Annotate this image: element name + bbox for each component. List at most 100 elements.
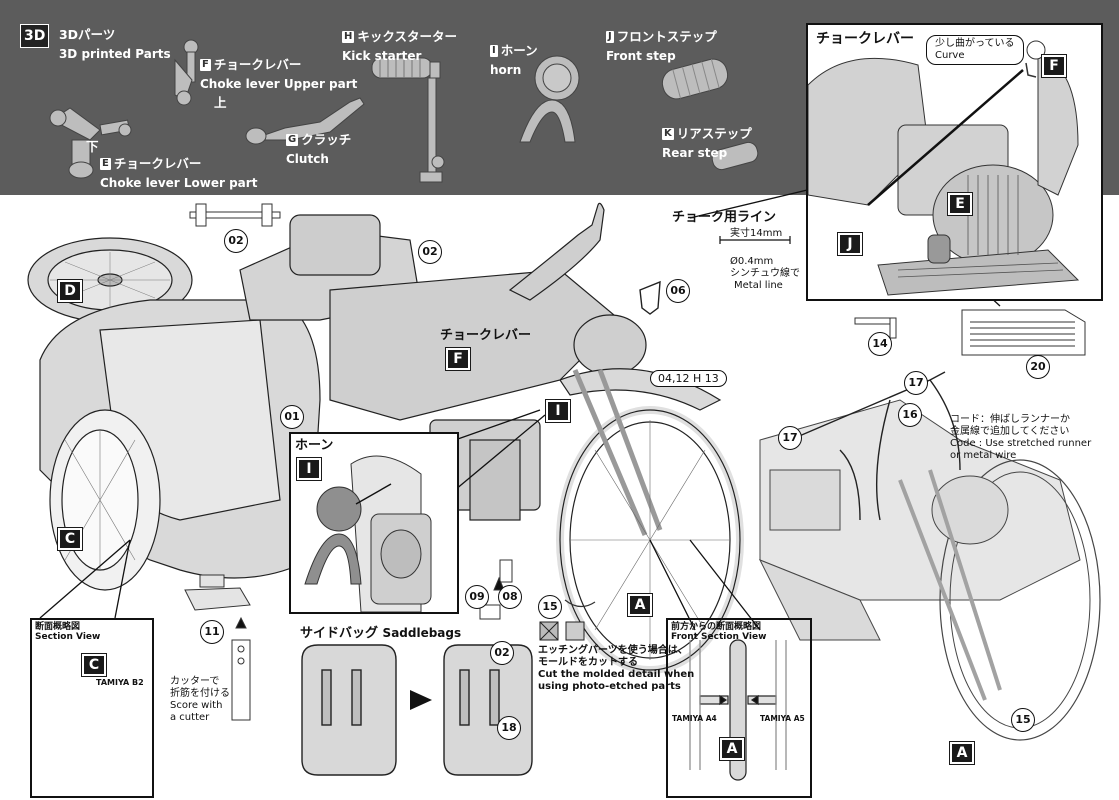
part-j-en: Front step	[606, 49, 676, 64]
part-f-jp: チョークレバー	[213, 57, 302, 72]
callout-i: I	[545, 399, 571, 423]
part-e-jp: チョークレバー	[113, 156, 202, 171]
callout-f-inset: F	[1041, 54, 1067, 78]
part-number-18: 18	[497, 716, 521, 740]
part-number-02-a: 02	[224, 229, 248, 253]
callout-a-right: A	[949, 741, 975, 765]
score-note-jp2: 折筋を付ける	[170, 688, 230, 699]
part-j-letter-icon: J	[606, 30, 614, 43]
horn-inset-drawing	[304, 455, 432, 612]
part-k-en: Rear step	[662, 146, 728, 161]
saddlebags-en: Saddlebags	[382, 626, 462, 640]
inset-horn: ホーン I	[289, 432, 459, 614]
part-j-jp: フロントステップ	[616, 29, 717, 44]
curve-bubble: 少し曲がっている Curve	[926, 35, 1024, 65]
inset-choke-title: チョークレバー	[816, 31, 914, 47]
inset-choke-lever: チョークレバー 少し曲がっている Curve F E J	[806, 23, 1103, 301]
section-view-ref: TAMIYA B2	[96, 678, 144, 687]
part-h-jp: キックスターター	[357, 29, 458, 44]
part-k-jp: リアステップ	[676, 126, 752, 141]
part-number-02-b: 02	[418, 240, 442, 264]
score-note-en2: a cutter	[170, 712, 210, 723]
cord-note-jp1: コード：伸ばしランナーか	[950, 414, 1070, 425]
part-number-09: 09	[465, 585, 489, 609]
cord-note: コード：伸ばしランナーか 金属線で追加してください Code : Use str…	[950, 414, 1091, 462]
3d-badge-icon: 3D	[20, 24, 50, 48]
saddlebags-jp: サイドバッグ	[300, 626, 379, 641]
part-number-16: 16	[898, 403, 922, 427]
part-f-letter-icon: F	[200, 58, 211, 71]
part-number-11: 11	[200, 620, 224, 644]
callout-c-section: C	[81, 653, 107, 677]
callout-a-section: A	[719, 737, 745, 761]
inset-engine-drawing	[808, 40, 1080, 296]
section-view-en: Section View	[35, 632, 101, 642]
etching-note-en2: using photo-etched parts	[538, 681, 681, 692]
front-section-jp: 前方からの断面概略図	[671, 622, 762, 632]
callout-j-inset: J	[837, 232, 863, 256]
front-section-en: Front Section View	[671, 632, 767, 642]
part-i-en: horn	[490, 63, 522, 78]
part-h-en: Kick starter	[342, 49, 422, 64]
callout-d: D	[57, 279, 83, 303]
part-number-06: 06	[666, 279, 690, 303]
callout-e-inset: E	[947, 192, 973, 216]
choke-lever-label: チョークレバー	[440, 328, 532, 343]
inset-front-section: 前方からの断面概略図 Front Section View TAMIYA A4 …	[666, 618, 812, 798]
front-section-left: TAMIYA A4	[672, 714, 717, 723]
part-k-letter-icon: K	[662, 127, 674, 140]
saddlebags-title: サイドバッグ Saddlebags	[300, 626, 461, 642]
etching-note-jp2: モールドをカットする	[538, 657, 638, 668]
part-e-note: 下	[86, 139, 99, 154]
cord-note-jp2: 金属線で追加してください	[950, 426, 1070, 437]
choke-line-spec-en: Metal line	[734, 280, 783, 291]
part-i-jp: ホーン	[500, 43, 538, 58]
score-note: カッターで 折筋を付ける Score with a cutter	[170, 676, 230, 724]
part-number-15-b: 15	[1011, 708, 1035, 732]
callout-i-inset: I	[296, 457, 322, 481]
part-number-15-a: 15	[538, 595, 562, 619]
part-number-17-a: 17	[904, 371, 928, 395]
part-number-02-c: 02	[490, 641, 514, 665]
curve-bubble-jp: 少し曲がっている	[935, 38, 1015, 49]
callout-c: C	[57, 527, 83, 551]
score-note-en1: Score with	[170, 700, 223, 711]
etching-note-en1: Cut the molded detail when	[538, 669, 695, 680]
parts-ref-label: 04,12 H 13	[650, 370, 727, 388]
etching-note: エッチングパーツを使う場合は、 モールドをカットする Cut the molde…	[538, 645, 694, 693]
choke-line-title: チョーク用ライン	[672, 210, 777, 225]
score-note-jp1: カッターで	[170, 676, 220, 687]
cord-note-en2: or metal wire	[950, 450, 1017, 461]
choke-line-spec-jp: シンチュウ線で	[730, 268, 800, 279]
part-number-08: 08	[498, 585, 522, 609]
part-e-letter-icon: E	[100, 157, 111, 170]
label-part-e-note: 下	[86, 136, 99, 155]
part-number-01: 01	[280, 405, 304, 429]
part-g-letter-icon: G	[286, 133, 299, 146]
etching-note-jp1: エッチングパーツを使う場合は、	[538, 645, 688, 656]
part-number-14: 14	[868, 332, 892, 356]
part-g-jp: クラッチ	[301, 132, 352, 147]
inset-section-view: 断面概略図 Section View C TAMIYA B2	[30, 618, 154, 798]
3d-parts-en: 3D printed Parts	[58, 47, 171, 62]
callout-f: F	[445, 347, 471, 371]
3d-parts-jp: 3Dパーツ	[58, 27, 116, 42]
part-number-17-b: 17	[778, 426, 802, 450]
label-3d-parts: 3D 3Dパーツ 3D printed Parts	[20, 24, 171, 62]
part-g-en: Clutch	[286, 152, 329, 167]
curve-bubble-en: Curve	[935, 50, 965, 61]
choke-line-length: 実寸14mm	[730, 228, 783, 239]
choke-line-spec: Ø0.4mm	[730, 256, 774, 267]
part-h-letter-icon: H	[342, 30, 355, 43]
part-f-en: Choke lever Upper part	[200, 77, 358, 92]
cord-note-en1: Code : Use stretched runner	[950, 438, 1092, 449]
part-e-en: Choke lever Lower part	[100, 176, 258, 191]
